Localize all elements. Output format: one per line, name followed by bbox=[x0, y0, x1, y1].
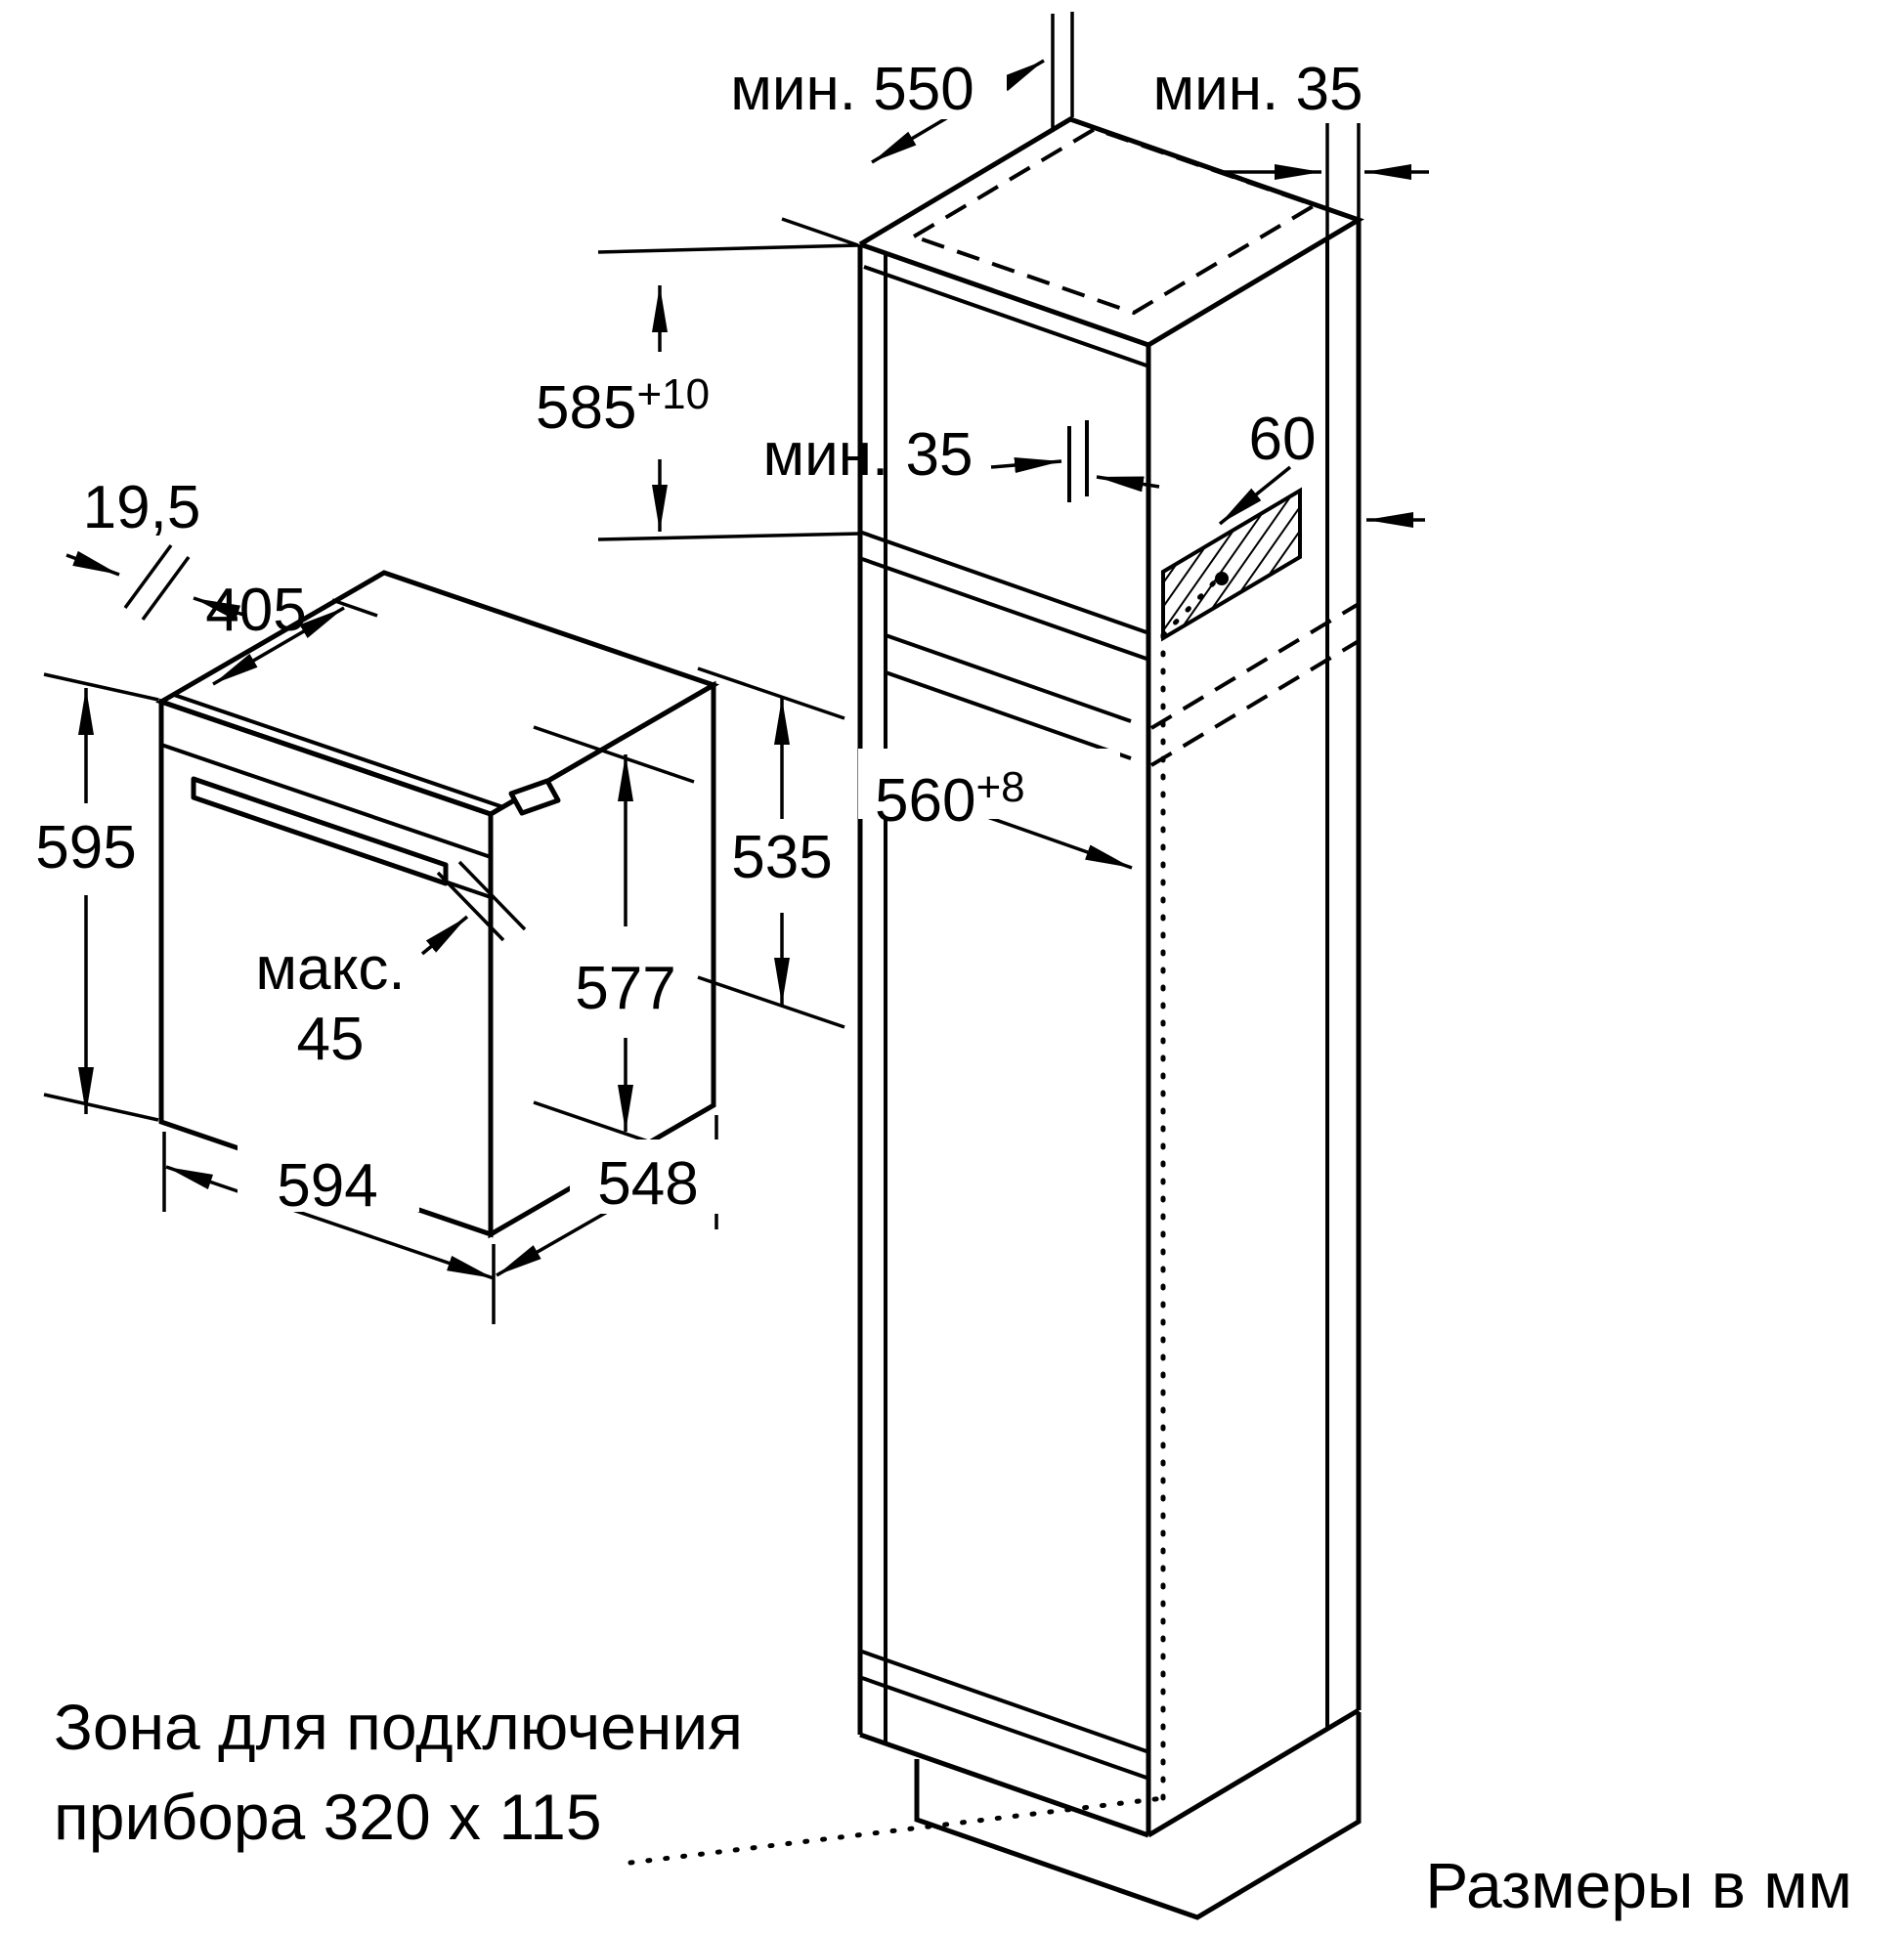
cabinet-plinth bbox=[914, 1712, 1362, 1920]
dim-label-548: 548 bbox=[597, 1150, 698, 1218]
shelf-hidden-line-1 bbox=[1149, 602, 1361, 730]
cabinet-front-bottom-edge bbox=[859, 1732, 1149, 1838]
dim-label-577: 577 bbox=[575, 955, 675, 1022]
dim-label-60: 60 bbox=[1249, 406, 1317, 473]
dim-oven-depth: 548 bbox=[496, 1115, 728, 1277]
cabinet-top-face bbox=[858, 116, 1364, 348]
dim-label-595: 595 bbox=[35, 814, 136, 882]
connection-zone-note-line1: Зона для подключения bbox=[54, 1691, 743, 1763]
connection-zone-leader-1 bbox=[627, 1795, 1166, 1866]
cabinet-side-bottom-edge bbox=[1147, 1707, 1361, 1838]
oven-side-grip-slot bbox=[508, 778, 561, 816]
dim-label-maks: макс. bbox=[255, 935, 405, 1003]
shelf-hidden-line-2 bbox=[1149, 639, 1361, 767]
niche-floor-bottom-line bbox=[861, 557, 1147, 661]
oven-control-panel-line bbox=[160, 743, 492, 859]
oven-right-face bbox=[488, 680, 716, 1239]
niche-floor-top-line bbox=[861, 531, 1147, 634]
dim-label-594: 594 bbox=[277, 1152, 377, 1220]
cabinet-bottom-panel-top-line bbox=[861, 1650, 1147, 1753]
connection-point-dot bbox=[1215, 572, 1229, 585]
cabinet-front-top-edge bbox=[859, 241, 1149, 348]
dim-label-min35-mid: мин. 35 bbox=[763, 421, 974, 489]
dim-oven-top-depth: 405 bbox=[205, 577, 378, 686]
cabinet-drawing bbox=[627, 116, 1364, 1920]
notes: Зона для подключения прибора 320 x 115 Р… bbox=[54, 1691, 1852, 1921]
dim-oven-rear-height: 535 bbox=[697, 666, 845, 1029]
dim-niche-height: 585+10 bbox=[536, 243, 861, 541]
dim-rear-gap-mid: мин. 35 bbox=[763, 421, 1160, 493]
dim-label-niche-height: 585+10 bbox=[536, 370, 710, 442]
dim-niche-width: 560+8 bbox=[858, 749, 1133, 870]
dim-label-niche-width: 560+8 bbox=[875, 763, 1025, 835]
dim-label-45: 45 bbox=[297, 1006, 365, 1073]
shelf-top-line bbox=[885, 633, 1132, 723]
connection-zone-leader-3 bbox=[1160, 576, 1221, 638]
dim-label-535: 535 bbox=[731, 824, 832, 891]
dim-handle-max: макс. 45 bbox=[255, 860, 527, 1073]
dim-label-min550: мин. 550 bbox=[730, 56, 974, 123]
units-note: Размеры в мм bbox=[1425, 1849, 1852, 1921]
oven-door-handle bbox=[191, 776, 449, 886]
shelf-bottom-line bbox=[885, 670, 1132, 760]
dim-label-19-5: 19,5 bbox=[83, 474, 201, 541]
dim-oven-height: 595 bbox=[35, 672, 159, 1122]
oven-door-seam bbox=[447, 881, 492, 899]
dim-oven-overhang: 19,5 bbox=[65, 474, 247, 622]
dim-label-405: 405 bbox=[205, 577, 306, 644]
dim-rear-gap-top: мин. 35 bbox=[1153, 56, 1429, 240]
connection-zone-note-line2: прибора 320 x 115 bbox=[54, 1781, 602, 1853]
dim-label-min35-top: мин. 35 bbox=[1153, 56, 1363, 123]
cabinet-bottom-panel-bottom-line bbox=[861, 1676, 1147, 1780]
cabinet-top-panel-inner-line bbox=[863, 265, 1147, 367]
dim-oven-width: 594 bbox=[162, 1132, 496, 1324]
oven-top-frame-line bbox=[173, 693, 504, 809]
dim-connection-zone-offset: 60 bbox=[1218, 406, 1425, 528]
dim-cabinet-depth-top: мин. 550 bbox=[696, 12, 1074, 247]
dim-oven-body-height: 577 bbox=[533, 725, 695, 1159]
